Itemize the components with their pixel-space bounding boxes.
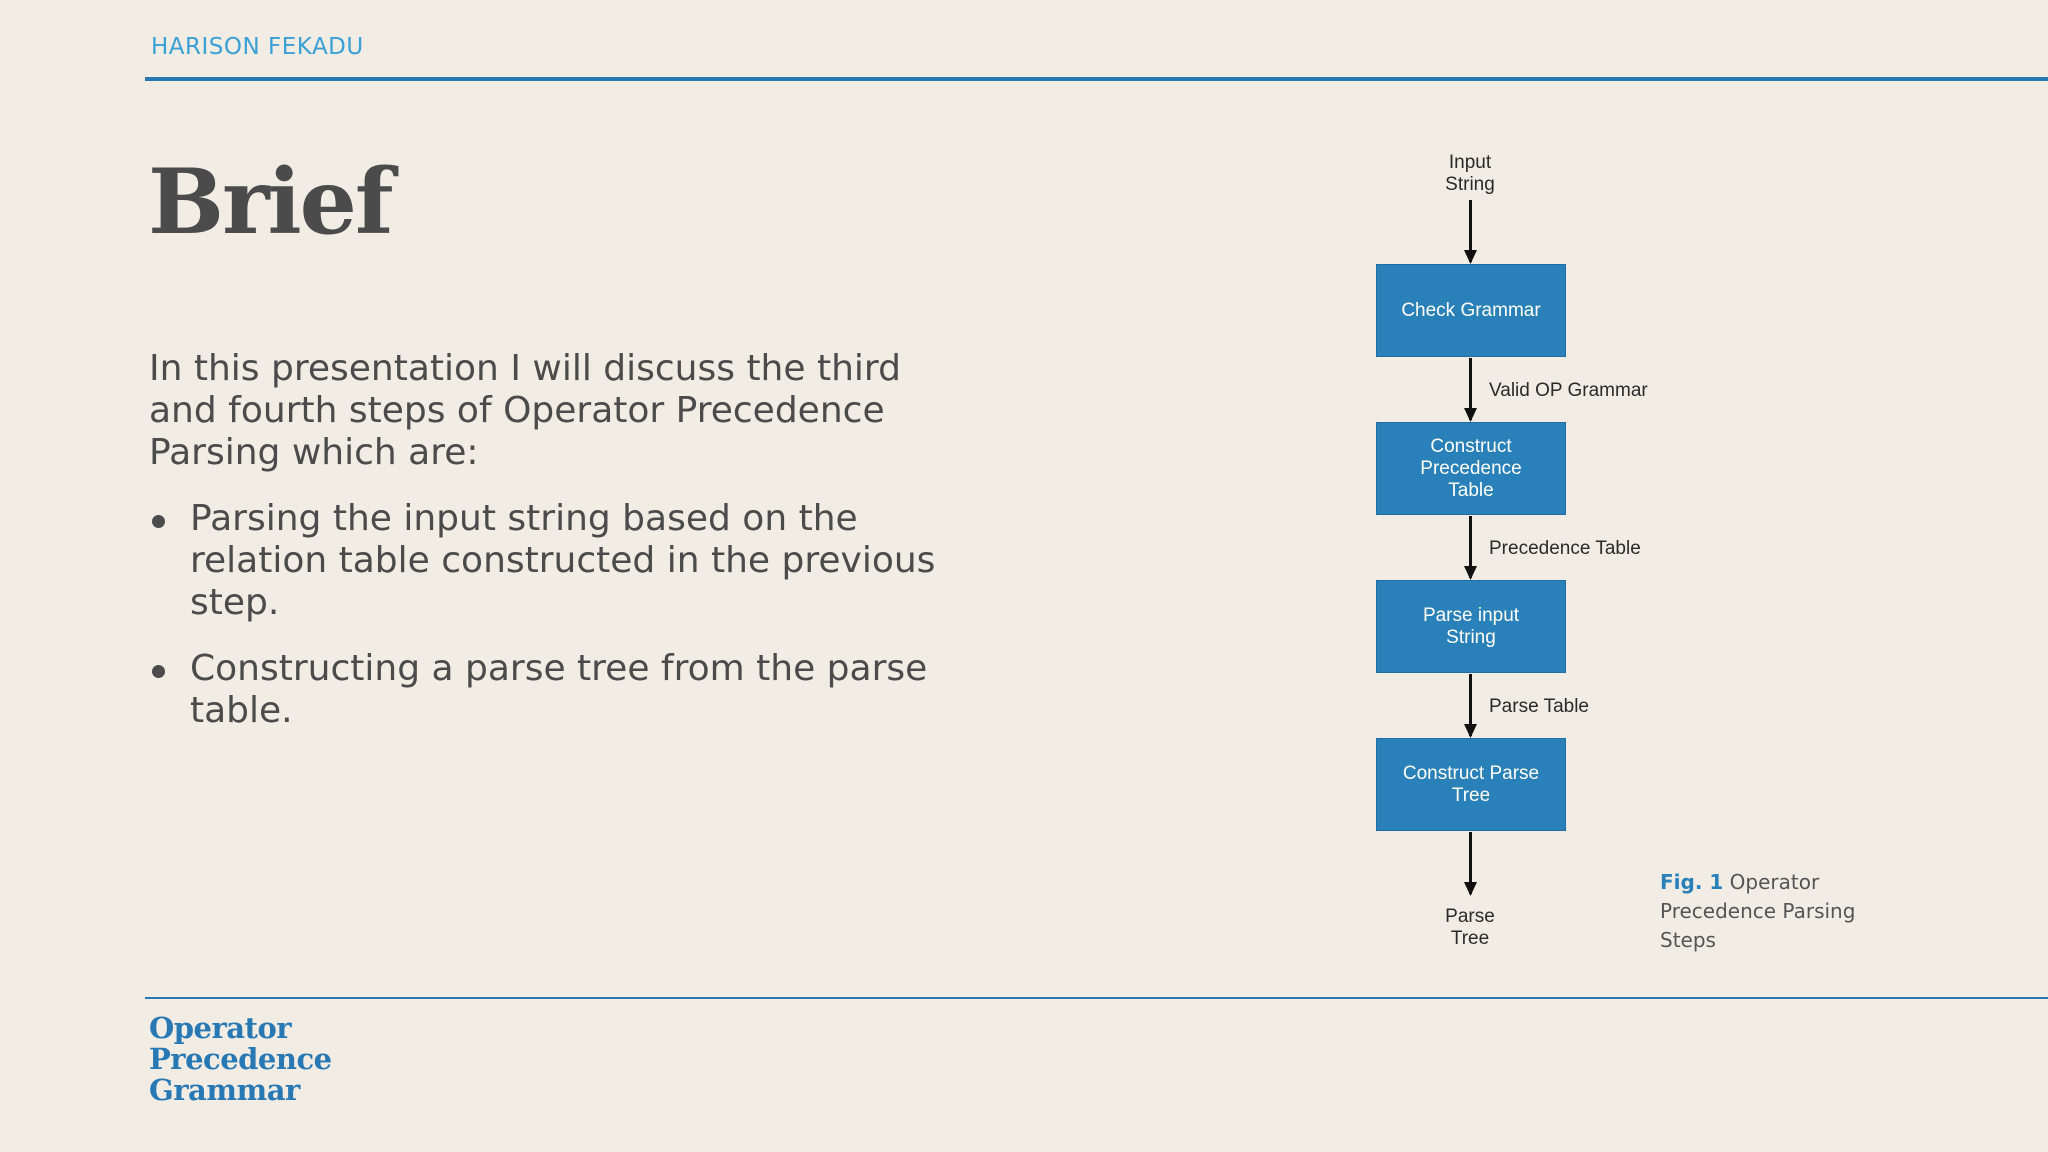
flow-start-label: Input String <box>1390 152 1550 196</box>
footer-title-line: Grammar <box>149 1073 300 1107</box>
header-divider <box>145 77 2048 81</box>
arrowhead-icon <box>1464 724 1477 738</box>
footer-title-line: Operator <box>149 1011 292 1045</box>
bullet-list: Parsing the input string based on the re… <box>149 498 969 732</box>
arrowhead-icon <box>1464 882 1477 896</box>
flow-edge-label: Precedence Table <box>1489 538 1641 559</box>
flow-start-line2: String <box>1445 174 1495 195</box>
flow-end-line1: Parse <box>1445 906 1495 927</box>
figure-caption: Fig. 1 Operator Precedence Parsing Steps <box>1660 868 1900 955</box>
flow-start-line1: Input <box>1448 152 1492 173</box>
bullet-dot-icon <box>152 665 165 678</box>
flow-edge-label: Valid OP Grammar <box>1489 380 1648 401</box>
bullet-item: Constructing a parse tree from the parse… <box>149 648 969 732</box>
slide-title: Brief <box>148 149 394 255</box>
flow-step-label: Construct Precedence Table <box>1420 435 1522 501</box>
slide-body: In this presentation I will discuss the … <box>149 348 969 756</box>
flow-step-parse-input: Parse input String <box>1376 580 1566 673</box>
footer-divider <box>145 997 2048 999</box>
flow-step-label: Parse input String <box>1422 604 1520 648</box>
flow-edge-label: Parse Table <box>1489 696 1589 717</box>
flow-step-check-grammar: Check Grammar <box>1376 264 1566 357</box>
flow-step-construct-table: Construct Precedence Table <box>1376 422 1566 515</box>
figure-number: Fig. 1 <box>1660 870 1724 894</box>
flow-end-line2: Tree <box>1450 928 1490 949</box>
bullet-text: Constructing a parse tree from the parse… <box>190 648 928 731</box>
arrowhead-icon <box>1464 408 1477 422</box>
footer-title: Operator Precedence Grammar <box>149 1013 449 1106</box>
flow-step-label: Check Grammar <box>1401 299 1541 321</box>
arrowhead-icon <box>1464 250 1477 264</box>
bullet-item: Parsing the input string based on the re… <box>149 498 969 624</box>
bullet-dot-icon <box>152 515 165 528</box>
flow-step-construct-tree: Construct Parse Tree <box>1376 738 1566 831</box>
flow-step-label: Construct Parse Tree <box>1402 762 1540 806</box>
flow-end-label: Parse Tree <box>1390 906 1550 950</box>
footer-title-line: Precedence <box>149 1042 332 1076</box>
bullet-text: Parsing the input string based on the re… <box>190 498 936 623</box>
arrowhead-icon <box>1464 566 1477 580</box>
author-name: HARISON FEKADU <box>151 34 364 60</box>
intro-paragraph: In this presentation I will discuss the … <box>149 348 901 473</box>
figure-caption-text: Operator Precedence Parsing Steps <box>1660 870 1856 952</box>
